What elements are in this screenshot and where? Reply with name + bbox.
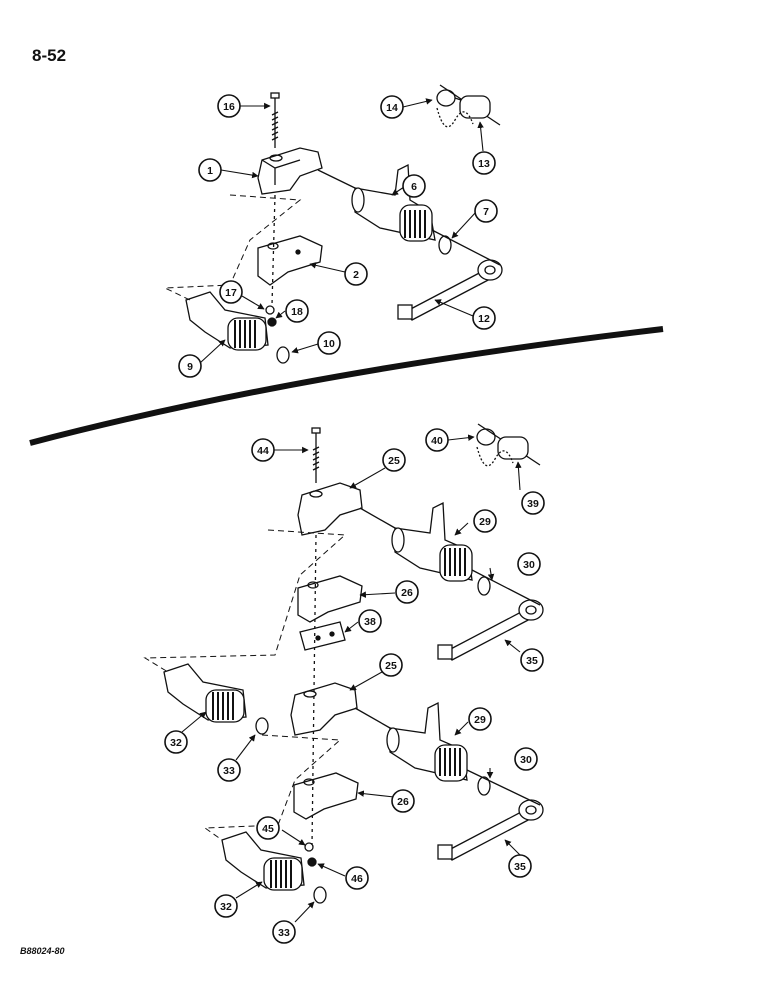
callout-6: 6 (402, 174, 426, 198)
svg-text:33: 33 (278, 927, 290, 939)
svg-text:18: 18 (291, 306, 303, 318)
svg-text:26: 26 (397, 796, 409, 808)
lever-upper (397, 259, 503, 321)
svg-text:40: 40 (431, 435, 443, 447)
bolt (270, 92, 280, 148)
svg-text:32: 32 (220, 901, 232, 913)
svg-text:33: 33 (223, 765, 235, 777)
callout-39: 39 (521, 491, 545, 515)
callout-13: 13 (472, 151, 496, 175)
svg-text:14: 14 (386, 102, 398, 114)
leader-lines (181, 98, 522, 923)
callout-1: 1 (198, 158, 222, 182)
figure-id: B88024-80 (20, 946, 65, 956)
svg-text:35: 35 (514, 861, 526, 873)
svg-text:35: 35 (526, 655, 538, 667)
callout-33-bottom: 33 (272, 920, 296, 944)
callout-32-top: 32 (164, 730, 188, 754)
callout-12: 12 (472, 306, 496, 330)
svg-text:26: 26 (401, 587, 413, 599)
callouts: 16 1 2 6 7 9 10 12 13 14 17 18 44 25 29 … (164, 94, 545, 944)
lower-assembly (143, 423, 544, 904)
callout-2: 2 (344, 262, 368, 286)
callout-25-bottom: 25 (379, 653, 403, 677)
svg-text:46: 46 (351, 873, 363, 885)
svg-text:45: 45 (262, 823, 274, 835)
svg-text:30: 30 (523, 559, 535, 571)
svg-text:6: 6 (411, 181, 417, 193)
callout-18: 18 (285, 299, 309, 323)
callout-17: 17 (219, 280, 243, 304)
callout-32-bottom: 32 (214, 894, 238, 918)
svg-text:32: 32 (170, 737, 182, 749)
svg-text:2: 2 (353, 269, 359, 281)
svg-text:29: 29 (474, 714, 486, 726)
callout-45: 45 (256, 816, 280, 840)
svg-text:16: 16 (223, 101, 235, 113)
svg-text:44: 44 (257, 445, 269, 457)
callout-44: 44 (251, 438, 275, 462)
svg-text:38: 38 (364, 616, 376, 628)
callout-40: 40 (425, 428, 449, 452)
svg-text:9: 9 (187, 361, 193, 373)
page-number: 8-52 (32, 46, 67, 65)
svg-text:25: 25 (388, 455, 400, 467)
callout-35-bottom: 35 (508, 854, 532, 878)
callout-10: 10 (317, 331, 341, 355)
callout-29-top: 29 (473, 509, 497, 533)
upper-assembly (164, 84, 503, 364)
callout-26-top: 26 (395, 580, 419, 604)
callout-16: 16 (217, 94, 241, 118)
svg-text:12: 12 (478, 313, 490, 325)
svg-text:13: 13 (478, 158, 490, 170)
svg-text:17: 17 (225, 287, 237, 299)
callout-35-top: 35 (520, 648, 544, 672)
connector-upper (185, 291, 269, 351)
svg-text:10: 10 (323, 338, 335, 350)
svg-text:39: 39 (527, 498, 539, 510)
svg-text:29: 29 (479, 516, 491, 528)
callout-30-top: 30 (517, 552, 541, 576)
section-divider (29, 326, 664, 446)
svg-text:1: 1 (207, 165, 213, 177)
callout-25-top: 25 (382, 448, 406, 472)
dust-cap-upper (436, 84, 501, 128)
callout-7: 7 (474, 199, 498, 223)
svg-text:7: 7 (483, 206, 489, 218)
lower-clamp (257, 235, 323, 286)
svg-text:30: 30 (520, 754, 532, 766)
callout-33-top: 33 (217, 758, 241, 782)
callout-38: 38 (358, 609, 382, 633)
svg-text:25: 25 (385, 660, 397, 672)
callout-46: 46 (345, 866, 369, 890)
callout-26-bottom: 26 (391, 789, 415, 813)
coupler-upper (351, 163, 436, 242)
callout-30-bottom: 30 (514, 747, 538, 771)
upper-clamp (257, 147, 323, 195)
callout-9: 9 (178, 354, 202, 378)
callout-14: 14 (380, 95, 404, 119)
callout-29-bottom: 29 (468, 707, 492, 731)
